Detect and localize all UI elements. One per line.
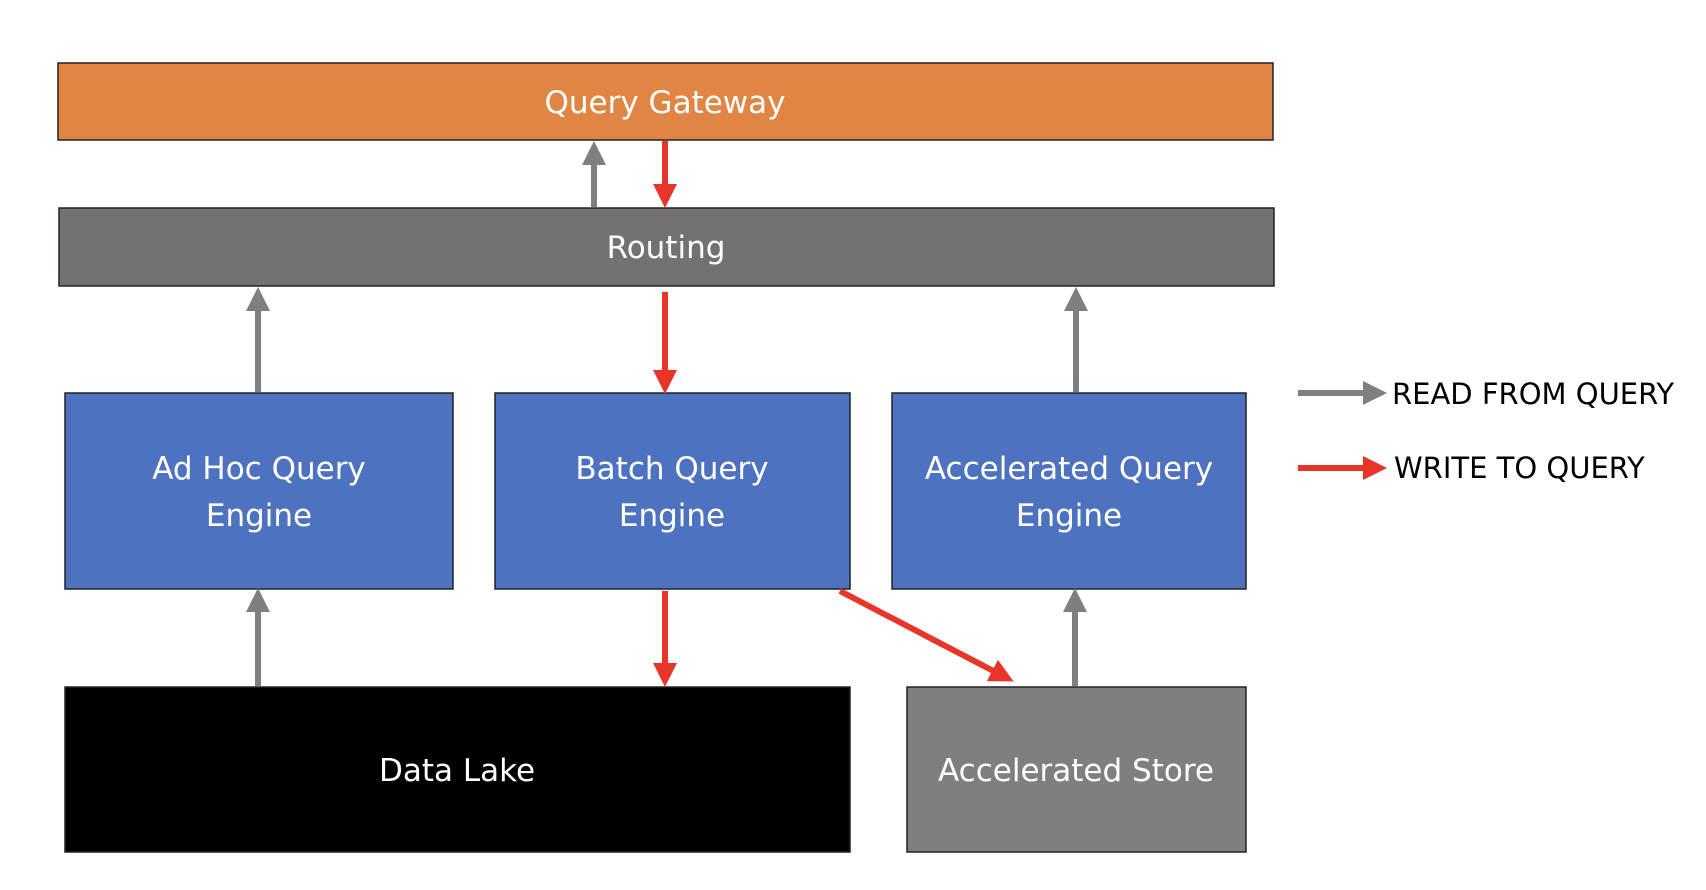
data-lake-box bbox=[64, 686, 851, 853]
routing-label: Routing bbox=[607, 230, 726, 266]
batch-query-engine-label-line1: Batch Query bbox=[575, 451, 768, 487]
legend: READ FROM QUERY WRITE TO QUERY bbox=[1298, 377, 1674, 485]
accelerated-query-engine-box bbox=[891, 392, 1247, 590]
batch-query-engine-node: Batch Query Engine bbox=[494, 392, 851, 590]
accelerated-store-node: Accelerated Store bbox=[906, 686, 1247, 853]
routing-box bbox=[58, 207, 1275, 287]
accelerated-store-box bbox=[906, 686, 1247, 853]
accelerated-query-engine-label-line1: Accelerated Query bbox=[925, 451, 1213, 487]
adhoc-query-engine-box bbox=[64, 392, 454, 590]
write-arrow-batch-to-accelerated-store bbox=[838, 588, 1014, 682]
legend-read-label: READ FROM QUERY bbox=[1392, 377, 1674, 411]
accelerated-query-engine-node: Accelerated Query Engine bbox=[891, 392, 1247, 590]
legend-write-label: WRITE TO QUERY bbox=[1394, 451, 1645, 485]
query-gateway-label: Query Gateway bbox=[544, 85, 785, 121]
batch-query-engine-label-line2: Engine bbox=[619, 498, 725, 534]
adhoc-query-engine-label-line1: Ad Hoc Query bbox=[152, 451, 366, 487]
adhoc-query-engine-label-line2: Engine bbox=[206, 498, 312, 534]
legend-item-write: WRITE TO QUERY bbox=[1298, 451, 1645, 485]
data-lake-label: Data Lake bbox=[379, 753, 535, 789]
query-gateway-node: Query Gateway bbox=[57, 62, 1274, 141]
accelerated-query-engine-label-line2: Engine bbox=[1016, 498, 1122, 534]
query-gateway-box bbox=[57, 62, 1274, 141]
adhoc-query-engine-node: Ad Hoc Query Engine bbox=[64, 392, 454, 590]
legend-item-read: READ FROM QUERY bbox=[1298, 377, 1674, 411]
accelerated-store-label: Accelerated Store bbox=[938, 753, 1214, 789]
data-lake-node: Data Lake bbox=[64, 686, 851, 853]
batch-query-engine-box bbox=[494, 392, 851, 590]
routing-node: Routing bbox=[58, 207, 1275, 287]
